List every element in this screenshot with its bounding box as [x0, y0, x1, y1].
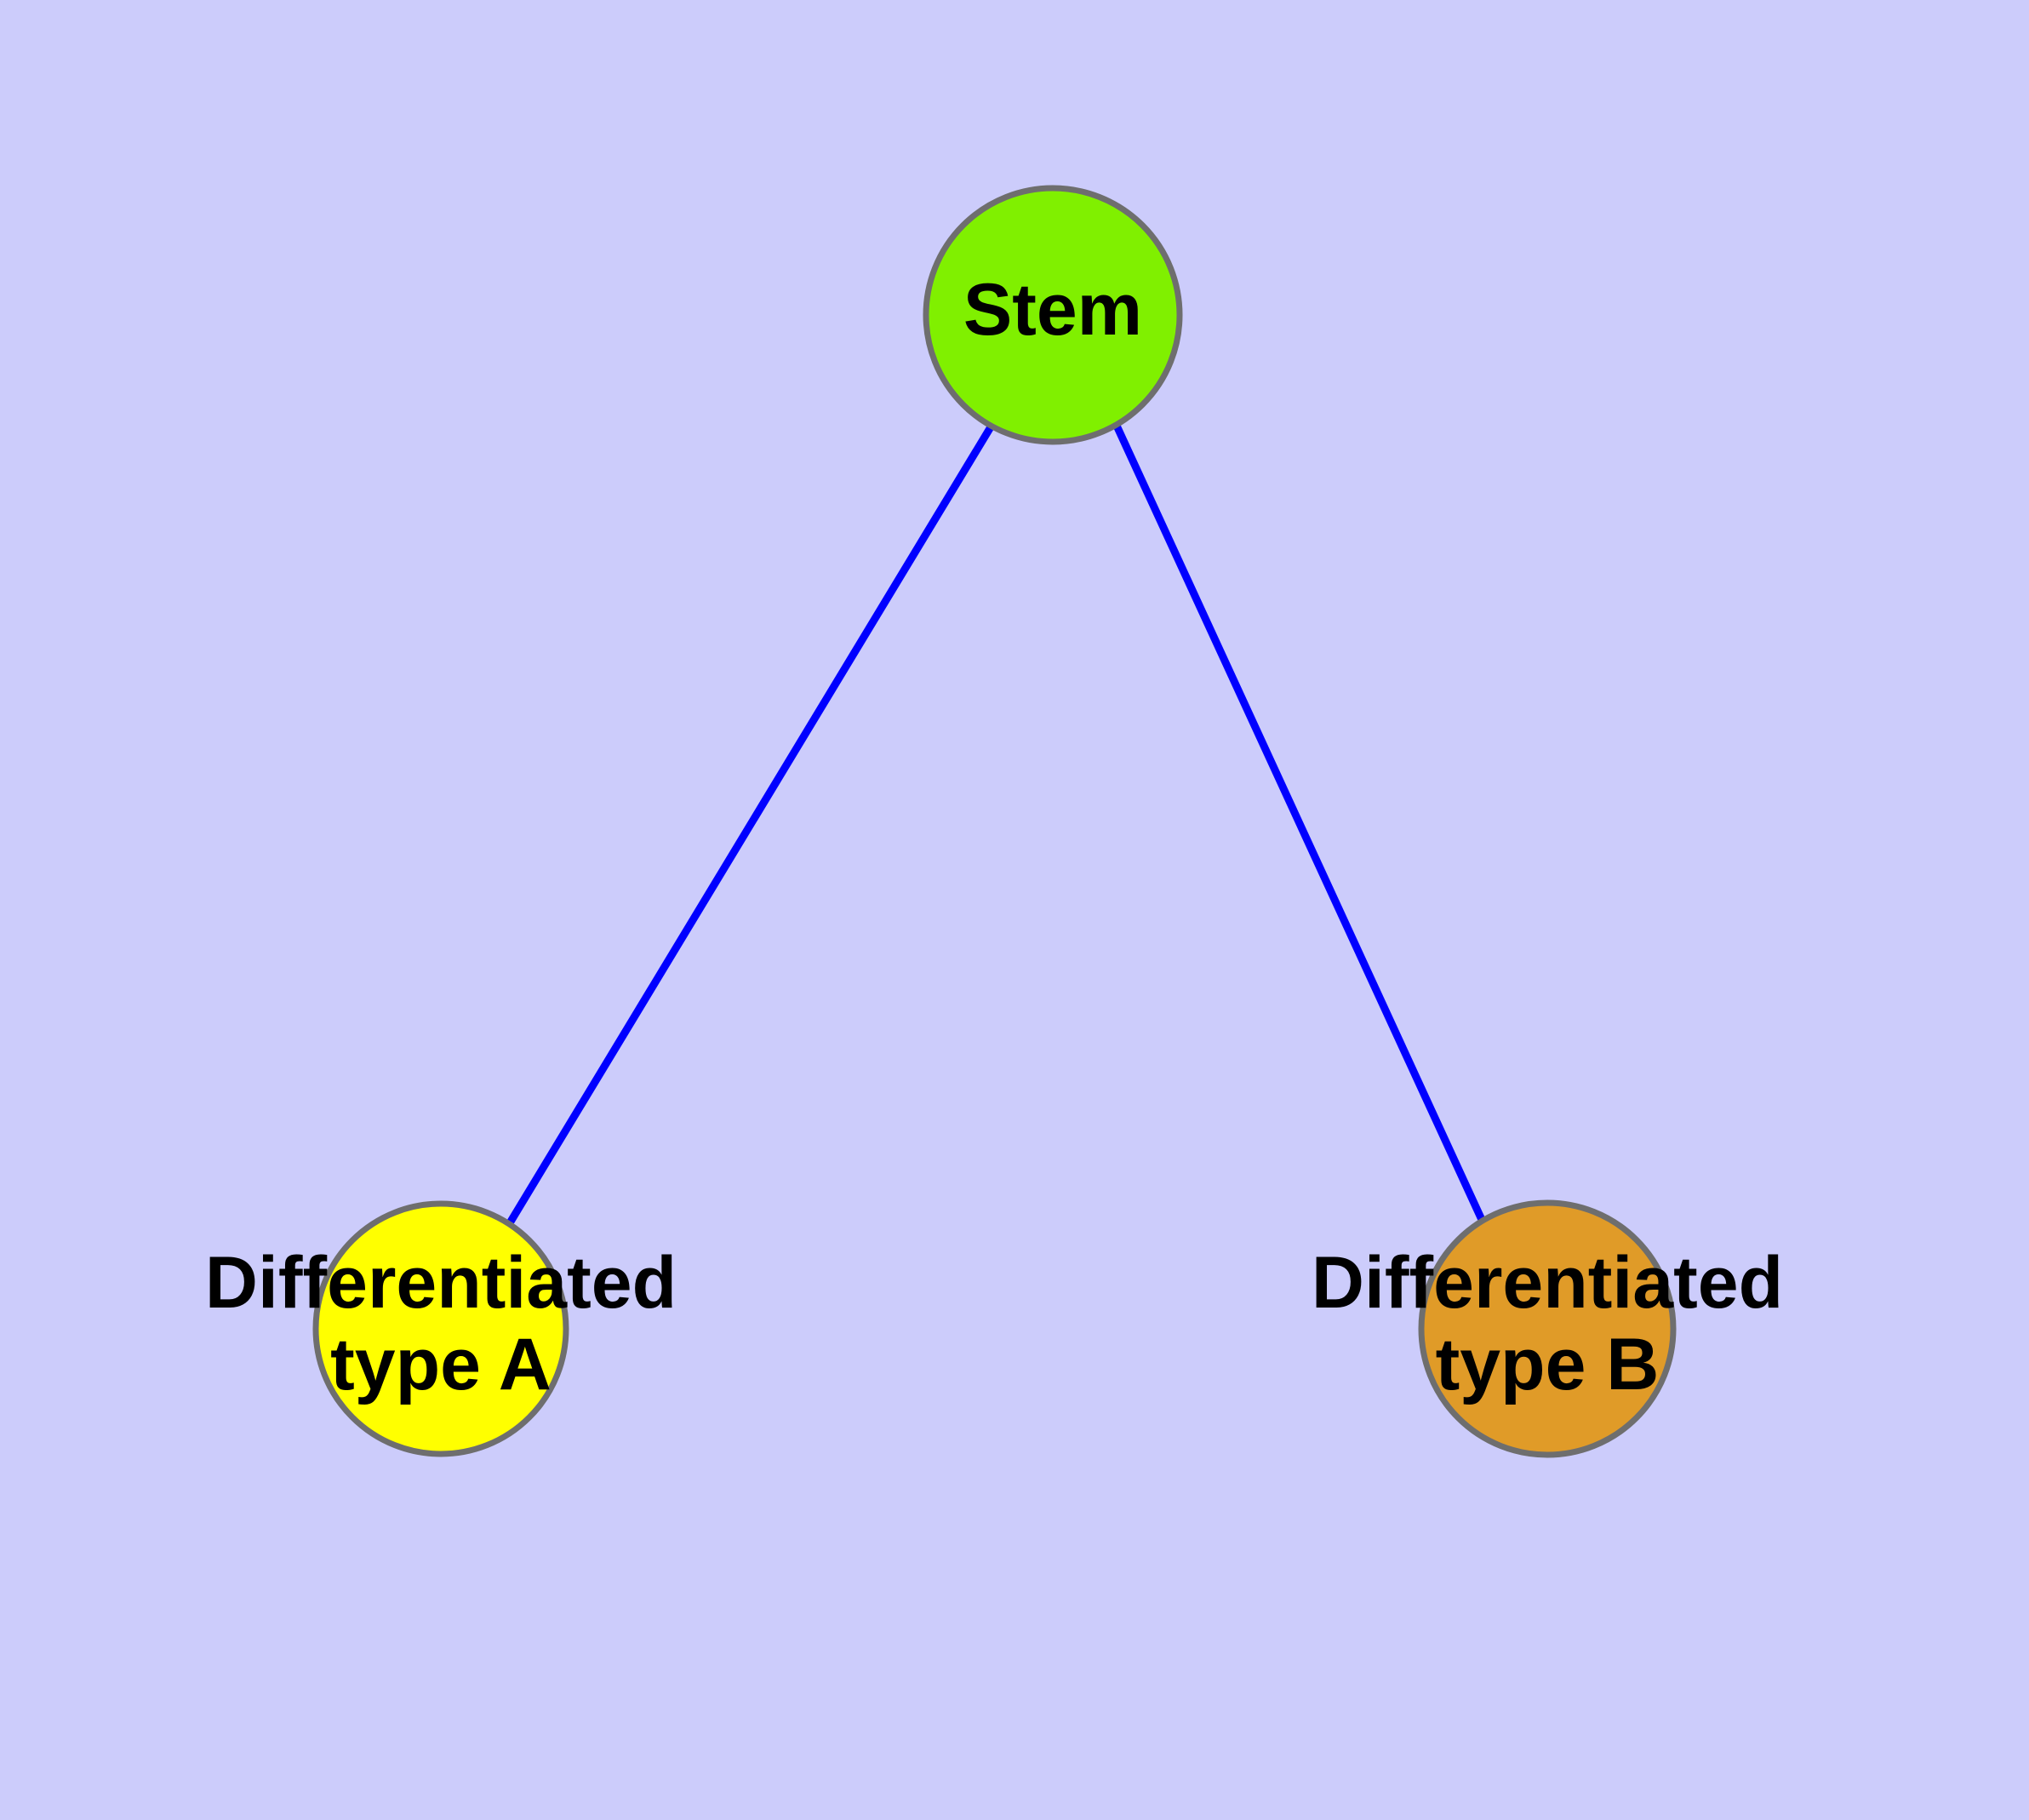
- node-stem-label: Stem: [963, 269, 1142, 351]
- node-differentiated-type-b-circle[interactable]: [1418, 1199, 1677, 1458]
- node-stem[interactable]: Stem: [923, 185, 1183, 445]
- node-stem-circle[interactable]: [923, 185, 1183, 445]
- edge-stem-to-differentiated-type-b[interactable]: [1112, 424, 1487, 1223]
- edges-layer: [507, 423, 1487, 1224]
- label-line: type B: [1436, 1324, 1660, 1405]
- node-differentiated-type-a-circle[interactable]: [312, 1200, 569, 1457]
- label-line: Stem: [963, 269, 1142, 351]
- label-line: type A: [330, 1324, 552, 1405]
- label-line: Differentiated: [1312, 1242, 1783, 1324]
- label-line: Differentiated: [205, 1242, 677, 1324]
- edge-stem-to-differentiated-type-a[interactable]: [507, 423, 995, 1224]
